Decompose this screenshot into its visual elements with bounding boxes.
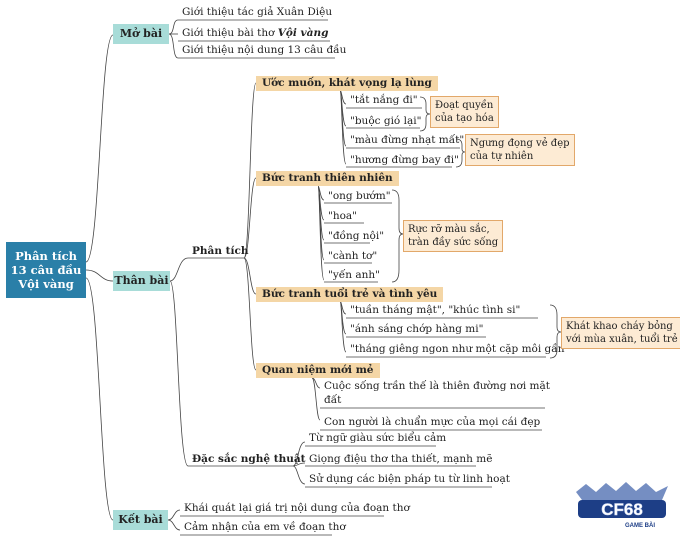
uoc-muon-item-3: "màu đừng nhạt mất" — [350, 134, 465, 146]
nghe-thuat-item-3: Sử dụng các biện pháp tu từ linh hoạt — [309, 473, 510, 485]
tuoi-tre-item-2: "ánh sáng chớp hàng mi" — [350, 323, 484, 335]
quan-niem-item-1-cont: đất — [324, 394, 342, 406]
uoc-muon-note-2: Ngưng đọng vẻ đẹp của tự nhiên — [465, 134, 575, 166]
nghe-thuat-item-2: Giọng điệu thơ tha thiết, mạnh mẽ — [309, 453, 493, 465]
than-bai-node: Thân bài — [113, 271, 170, 291]
buc-tranh-tuoi-tre-node: Bức tranh tuổi trẻ và tình yêu — [256, 287, 444, 302]
tuoi-tre-note-line-2: với mùa xuân, tuổi trẻ — [566, 334, 678, 345]
dac-sac-nghe-thuat-label: Đặc sắc nghệ thuật — [192, 453, 306, 465]
mo-bai-item-2-text: Giới thiệu bài thơ — [182, 27, 278, 39]
tuoi-tre-item-3: "tháng giêng ngon như một cặp môi gần" — [350, 343, 570, 355]
uoc-muon-item-2: "buộc gió lại" — [350, 115, 422, 127]
thien-nhien-item-5: "yến anh" — [328, 269, 380, 281]
uoc-muon-item-4: "hương đừng bay đi" — [350, 154, 459, 166]
tuoi-tre-note-line-1: Khát khao cháy bỏng — [566, 321, 673, 332]
thien-nhien-item-3: "đồng nội" — [328, 230, 385, 242]
mo-bai-node: Mở bài — [113, 24, 169, 44]
thien-nhien-note-line-2: tràn đầy sức sống — [408, 237, 499, 248]
mo-bai-item-3: Giới thiệu nội dung 13 câu đầu — [182, 44, 347, 56]
cf68-logo: CF68 GAME BÀI — [576, 482, 668, 529]
quan-niem-item-2: Con người là chuẩn mực của mọi cái đẹp — [324, 416, 541, 428]
root-node: Phân tích 13 câu đầu Vội vàng — [6, 242, 86, 298]
uoc-muon-node: Ước muốn, khát vọng lạ lùng — [256, 76, 438, 91]
thien-nhien-item-4: "cành tơ" — [328, 250, 378, 262]
tuoi-tre-note: Khát khao cháy bỏng với mùa xuân, tuổi t… — [561, 317, 680, 349]
mo-bai-item-1: Giới thiệu tác giả Xuân Diệu — [182, 6, 333, 18]
ket-bai-node: Kết bài — [113, 510, 168, 530]
uoc-muon-note-2-line-1: Ngưng đọng vẻ đẹp — [470, 138, 570, 149]
mo-bai-item-2: Giới thiệu bài thơ Vội vàng — [182, 27, 328, 40]
quan-niem-item-1: Cuộc sống trần thế là thiên đường nơi mặ… — [324, 380, 550, 392]
uoc-muon-note-1: Đoạt quyền của tạo hóa — [430, 96, 499, 128]
root-line-3: Vội vàng — [18, 277, 74, 291]
uoc-muon-note-1-line-1: Đoạt quyền — [435, 100, 494, 111]
root-line-1: Phân tích — [15, 249, 77, 263]
uoc-muon-note-2-line-2: của tự nhiên — [470, 151, 534, 162]
buc-tranh-thien-nhien-node: Bức tranh thiên nhiên — [256, 171, 399, 186]
tuoi-tre-item-1: "tuần tháng mật", "khúc tình si" — [350, 304, 521, 316]
root-line-2: 13 câu đầu — [10, 263, 82, 277]
thien-nhien-item-1: "ong bướm" — [328, 190, 391, 202]
ket-bai-item-2: Cảm nhận của em về đoạn thơ — [184, 521, 346, 533]
phan-tich-label: Phân tích — [192, 245, 249, 257]
thien-nhien-note-line-1: Rực rỡ màu sắc, — [408, 224, 490, 235]
uoc-muon-item-1: "tắt nắng đi" — [350, 94, 418, 106]
logo-text: CF68 — [601, 500, 643, 519]
uoc-muon-note-1-line-2: của tạo hóa — [435, 113, 494, 124]
thien-nhien-item-2: "hoa" — [328, 210, 358, 222]
mo-bai-item-2-title: Vội vàng — [277, 27, 329, 39]
nghe-thuat-item-1: Từ ngữ giàu sức biểu cảm — [309, 432, 447, 444]
logo-subtext: GAME BÀI — [625, 522, 655, 529]
ket-bai-item-1: Khái quát lại giá trị nội dung của đoạn … — [184, 502, 410, 514]
thien-nhien-note: Rực rỡ màu sắc, tràn đầy sức sống — [403, 220, 504, 252]
quan-niem-node: Quan niệm mới mẻ — [256, 363, 380, 378]
